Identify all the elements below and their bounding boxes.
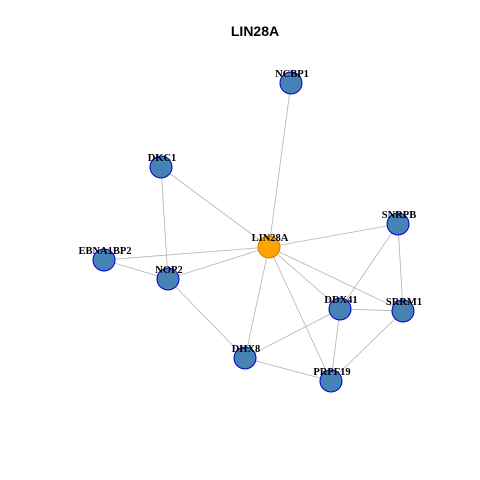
edge-ddx41-dhx8	[244, 308, 341, 359]
edge-snrpb-ddx41	[339, 223, 399, 310]
node-circle-prpf19	[319, 369, 343, 393]
node-label-dkc1: DKC1	[148, 153, 177, 164]
node-circle-dhx8	[233, 346, 257, 370]
edge-ddx41-prpf19	[330, 308, 341, 382]
edge-lin28a-ncbp1	[268, 82, 292, 248]
node-label-ebna1bp2: EBNA1BP2	[78, 246, 131, 257]
node-ebna1bp2: EBNA1BP2	[78, 246, 132, 272]
node-circle-ncbp1	[279, 71, 303, 95]
node-circle-dkc1	[149, 155, 173, 179]
edge-dhx8-prpf19	[244, 357, 332, 382]
node-snrpb: SNRPB	[382, 210, 416, 236]
node-circle-srrm1	[391, 299, 415, 323]
node-nop2: NOP2	[155, 265, 183, 291]
node-label-nop2: NOP2	[155, 265, 182, 276]
edge-lin28a-prpf19	[268, 246, 332, 382]
node-label-srrm1: SRRM1	[386, 297, 422, 308]
node-circle-lin28a	[257, 235, 281, 259]
node-label-snrpb: SNRPB	[382, 210, 416, 221]
edge-nop2-dhx8	[167, 278, 246, 359]
diagram-title: LIN28A	[231, 23, 279, 39]
node-label-ddx41: DDX41	[324, 295, 357, 306]
node-ddx41: DDX41	[324, 295, 358, 321]
node-circle-ddx41	[328, 297, 352, 321]
node-lin28a: LIN28A	[252, 233, 289, 259]
node-srrm1: SRRM1	[386, 297, 422, 323]
node-label-lin28a: LIN28A	[252, 233, 289, 244]
node-label-ncbp1: NCBP1	[275, 69, 309, 80]
edge-lin28a-dkc1	[160, 166, 270, 248]
edge-lin28a-srrm1	[268, 246, 404, 312]
node-dkc1: DKC1	[148, 153, 177, 179]
edge-lin28a-dhx8	[244, 246, 270, 359]
node-circle-nop2	[156, 267, 180, 291]
node-dhx8: DHX8	[232, 344, 261, 370]
edge-snrpb-srrm1	[397, 223, 404, 312]
node-label-prpf19: PRPF19	[313, 367, 350, 378]
node-circle-ebna1bp2	[92, 248, 116, 272]
edge-lin28a-nop2	[167, 246, 270, 280]
node-circle-snrpb	[386, 212, 410, 236]
edge-dkc1-nop2	[160, 166, 169, 280]
node-ncbp1: NCBP1	[275, 69, 309, 95]
edge-lin28a-ddx41	[268, 246, 341, 310]
edge-lin28a-ebna1bp2	[103, 246, 270, 261]
edge-srrm1-prpf19	[330, 310, 404, 382]
edge-lin28a-snrpb	[268, 223, 399, 248]
edges-layer	[103, 82, 404, 382]
node-prpf19: PRPF19	[313, 367, 351, 393]
node-label-dhx8: DHX8	[232, 344, 261, 355]
